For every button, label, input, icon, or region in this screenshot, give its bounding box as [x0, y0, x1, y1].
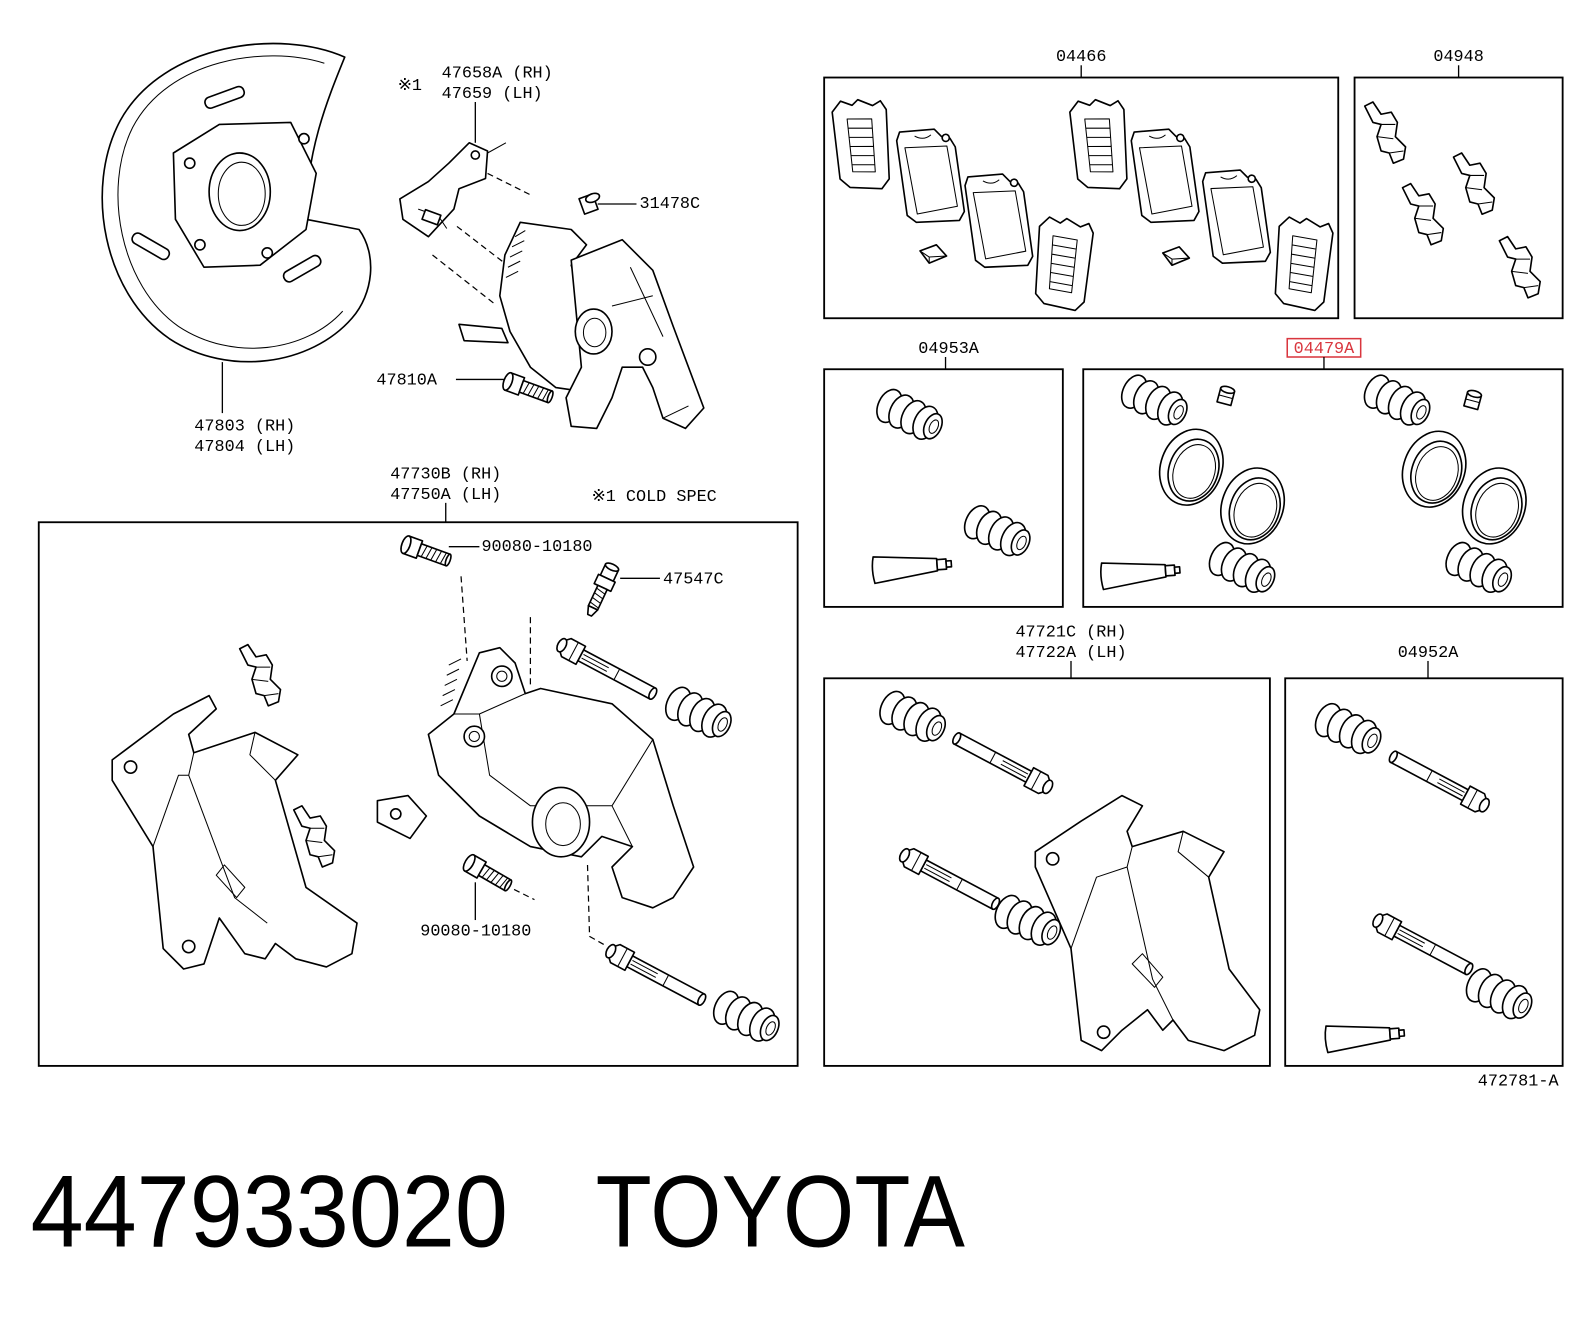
boot-kit-label: 04953A [918, 340, 979, 359]
piston-seal-1 [1148, 419, 1235, 515]
slide-kit-pin-1 [1385, 745, 1494, 817]
cover-plate [399, 141, 507, 238]
pad-shim-4 [1271, 215, 1335, 313]
union-bolt-label: 47810A [376, 372, 437, 391]
pad-clip-1 [1363, 101, 1407, 165]
cylinder-kit-boot-4 [1440, 537, 1518, 600]
mounting-boot-1 [874, 686, 952, 749]
dust-cover-label-rh: 47803 (RH) [194, 417, 295, 436]
slide-kit-boot-2 [1460, 964, 1538, 1026]
slide-pin-kit-box [1284, 677, 1564, 1067]
pad-kit-box [823, 76, 1340, 320]
slide-pin-boot-upper [659, 682, 738, 745]
mounting-pin-1 [948, 727, 1057, 799]
note-mark: ※1 [398, 77, 422, 96]
caliper-label-lh: 47750A (LH) [390, 486, 501, 505]
caliper-bolt-lower [460, 852, 516, 896]
pad-shim-1 [830, 96, 894, 194]
upper-caliper-assembly [458, 221, 705, 430]
reference-code: 472781-A [1478, 1072, 1560, 1091]
anti-squeal-kit-box [1353, 76, 1564, 320]
cold-spec-note: ※1 COLD SPEC [592, 488, 717, 507]
plug-31478c [578, 192, 601, 215]
pad-clip-4 [1498, 235, 1542, 299]
cylinder-kit-boot-2 [1203, 537, 1281, 600]
caliper-mounting-bracket [111, 694, 358, 970]
cylinder-kit-boot-1 [1115, 370, 1194, 432]
cylinder-kit-box [1082, 368, 1564, 608]
slide-pin-lower [601, 939, 711, 1011]
slide-pin-kit-label: 04952A [1398, 644, 1459, 663]
cylinder-kit-cap-2 [1463, 388, 1483, 411]
cylinder-kit-label: 04479A [1294, 340, 1355, 359]
mounting-box [823, 677, 1271, 1067]
pad-clip-3 [1401, 182, 1445, 246]
pad-kit-label: 04466 [1056, 48, 1107, 67]
disc-pad-2 [963, 168, 1035, 274]
part-number: 447933020 [31, 1154, 508, 1268]
cylinder-kit-boot-3 [1358, 370, 1436, 432]
plug-label: 31478C [640, 195, 701, 214]
mounting-label-rh: 47721C (RH) [1015, 623, 1126, 642]
dust-cover [101, 42, 372, 363]
mounting-bracket [1034, 794, 1261, 1052]
bolt-lower-label: 90080-10180 [420, 922, 531, 941]
mounting-label-lh: 47722A (LH) [1015, 644, 1126, 663]
bleeder-plug [586, 562, 620, 617]
disc-pad-1 [894, 123, 967, 229]
caliper-assembly-box [37, 521, 799, 1067]
brand-name: TOYOTA [596, 1154, 965, 1268]
caliper-label-rh: 47730B (RH) [390, 465, 501, 484]
cover-plate-label-lh: 47659 (LH) [442, 85, 543, 104]
boot-kit-boot-1 [871, 384, 949, 447]
slide-pin-boot-lower [707, 986, 786, 1049]
caliper-bolt-upper [398, 533, 455, 571]
caliper-clip-lower [292, 804, 336, 868]
mounting-pin-2 [895, 843, 1004, 915]
boot-kit-boot-2 [958, 500, 1037, 563]
grease-tube-1 [870, 550, 954, 585]
slide-pin-upper [552, 633, 662, 705]
disc-pad-4 [1200, 164, 1273, 270]
pad-shim-2 [1031, 215, 1096, 313]
disc-pad-3 [1129, 123, 1201, 229]
boot-kit-box [823, 368, 1064, 608]
anti-squeal-kit-label: 04948 [1433, 48, 1484, 67]
grease-tube-3 [1323, 1019, 1406, 1054]
cover-plate-label-rh: 47658A (RH) [442, 65, 553, 84]
pad-clip-2 [1452, 152, 1496, 216]
bleeder-plug-label: 47547C [663, 570, 724, 589]
grease-tube-2 [1099, 556, 1182, 591]
dust-cover-label-lh: 47804 (LH) [194, 438, 295, 457]
bolt-upper-label: 90080-10180 [481, 538, 592, 557]
caliper-clip-upper [238, 643, 282, 707]
piston-seal-2 [1209, 458, 1296, 554]
pad-shim-3 [1068, 96, 1132, 194]
wear-indicator-2 [1161, 246, 1191, 267]
slide-kit-boot-1 [1309, 698, 1388, 761]
wear-indicator-1 [919, 243, 948, 264]
slide-kit-pin-2 [1368, 908, 1478, 981]
caliper-body [376, 646, 695, 909]
cylinder-kit-cap-1 [1216, 384, 1237, 407]
